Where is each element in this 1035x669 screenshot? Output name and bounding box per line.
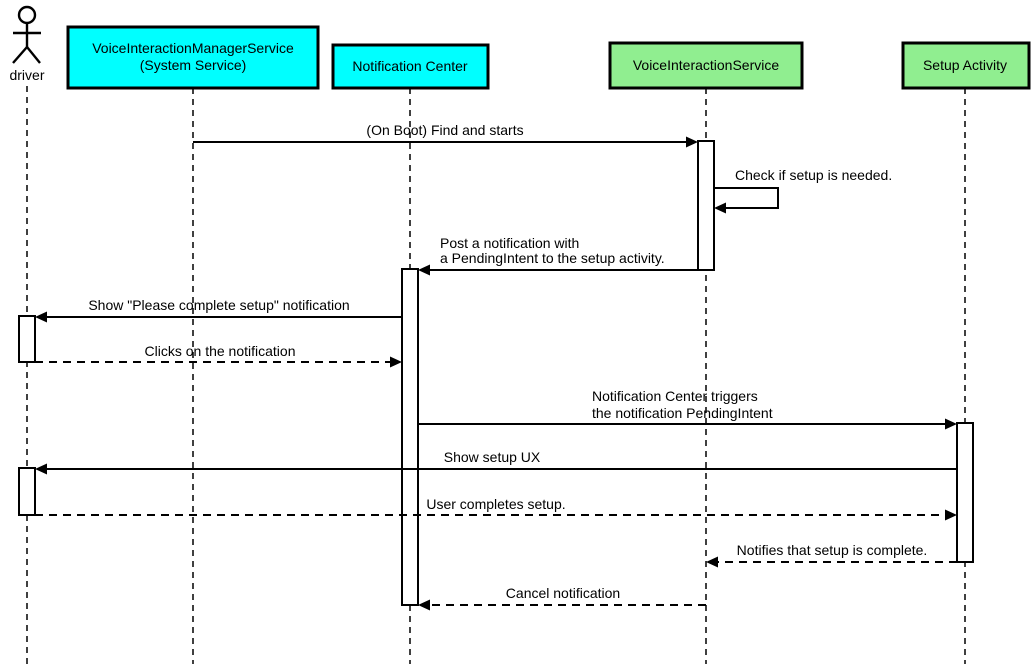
message-show-please-complete-setup-notification: Show "Please complete setup" notificatio… xyxy=(35,297,402,323)
arrowhead-left-icon xyxy=(418,264,430,276)
arrowhead-right-icon xyxy=(945,509,957,521)
message-label: Show setup UX xyxy=(444,449,541,465)
arrowhead-right-icon xyxy=(945,418,957,430)
actor-label: driver xyxy=(9,67,44,83)
activation-notification-center xyxy=(401,268,419,606)
message-label: Check if setup is needed. xyxy=(735,167,892,183)
message-label: (On Boot) Find and starts xyxy=(366,122,523,138)
participant-label-line1: VoiceInteractionManagerService xyxy=(92,40,294,56)
message-on-boot-find-and-starts: (On Boot) Find and starts xyxy=(193,122,698,148)
participant-label: Setup Activity xyxy=(923,57,1007,73)
self-message-line xyxy=(714,187,779,209)
message-notifies-setup-complete: Notifies that setup is complete. xyxy=(706,542,957,568)
message-cancel-notification: Cancel notification xyxy=(418,585,706,611)
participant-label: Notification Center xyxy=(352,58,468,74)
arrowhead-left-icon xyxy=(418,599,430,611)
participant-setup-activity: Setup Activity xyxy=(901,41,1031,90)
message-label: User completes setup. xyxy=(426,496,565,512)
participant-voice-interaction-service: VoiceInteractionService xyxy=(608,41,804,90)
participant-label-line2: (System Service) xyxy=(140,57,247,73)
arrowhead-left-icon xyxy=(706,556,718,568)
message-show-setup-ux: Show setup UX xyxy=(35,449,957,475)
message-label-line2: the notification PendingIntent xyxy=(592,405,773,421)
message-clicks-on-the-notification: Clicks on the notification xyxy=(35,343,402,368)
messages: (On Boot) Find and starts Check if setup… xyxy=(35,122,957,611)
arrowhead-left-icon xyxy=(35,463,47,475)
participant-box xyxy=(901,41,1031,90)
participant-voice-interaction-manager-service: VoiceInteractionManagerService (System S… xyxy=(66,25,320,90)
message-label-line2: a PendingIntent to the setup activity. xyxy=(440,250,665,266)
message-label: Cancel notification xyxy=(506,585,620,601)
arrowhead-left-icon xyxy=(714,202,726,214)
actor-driver: driver xyxy=(9,5,45,83)
participant-box xyxy=(66,25,320,90)
actor-left-leg-icon xyxy=(12,46,28,64)
participant-box xyxy=(331,43,490,90)
arrowhead-right-icon xyxy=(390,356,402,368)
arrowhead-right-icon xyxy=(686,136,698,148)
activation-driver-1 xyxy=(18,315,36,363)
actor-right-leg-icon xyxy=(26,46,41,64)
arrowhead-left-icon xyxy=(35,311,47,323)
participant-label: VoiceInteractionService xyxy=(633,57,780,73)
message-notification-center-triggers-pendingintent: Notification Center triggers the notific… xyxy=(418,388,957,430)
participant-box xyxy=(608,41,804,90)
message-label-line1: Notification Center triggers xyxy=(592,388,758,404)
message-check-if-setup-is-needed: Check if setup is needed. xyxy=(714,167,892,214)
participant-notification-center: Notification Center xyxy=(331,43,490,90)
message-label: Show "Please complete setup" notificatio… xyxy=(88,297,349,313)
activation-driver-2 xyxy=(18,467,36,516)
actor-head-icon xyxy=(17,5,37,25)
message-label: Notifies that setup is complete. xyxy=(737,542,928,558)
message-label-line1: Post a notification with xyxy=(440,235,579,251)
activation-bars xyxy=(18,140,974,606)
participants: VoiceInteractionManagerService (System S… xyxy=(66,25,1031,90)
activation-voice-interaction-service xyxy=(697,140,715,271)
message-post-a-notification: Post a notification with a PendingIntent… xyxy=(418,235,698,276)
message-user-completes-setup: User completes setup. xyxy=(35,496,957,521)
activation-setup-activity xyxy=(956,422,974,563)
message-label: Clicks on the notification xyxy=(145,343,296,359)
